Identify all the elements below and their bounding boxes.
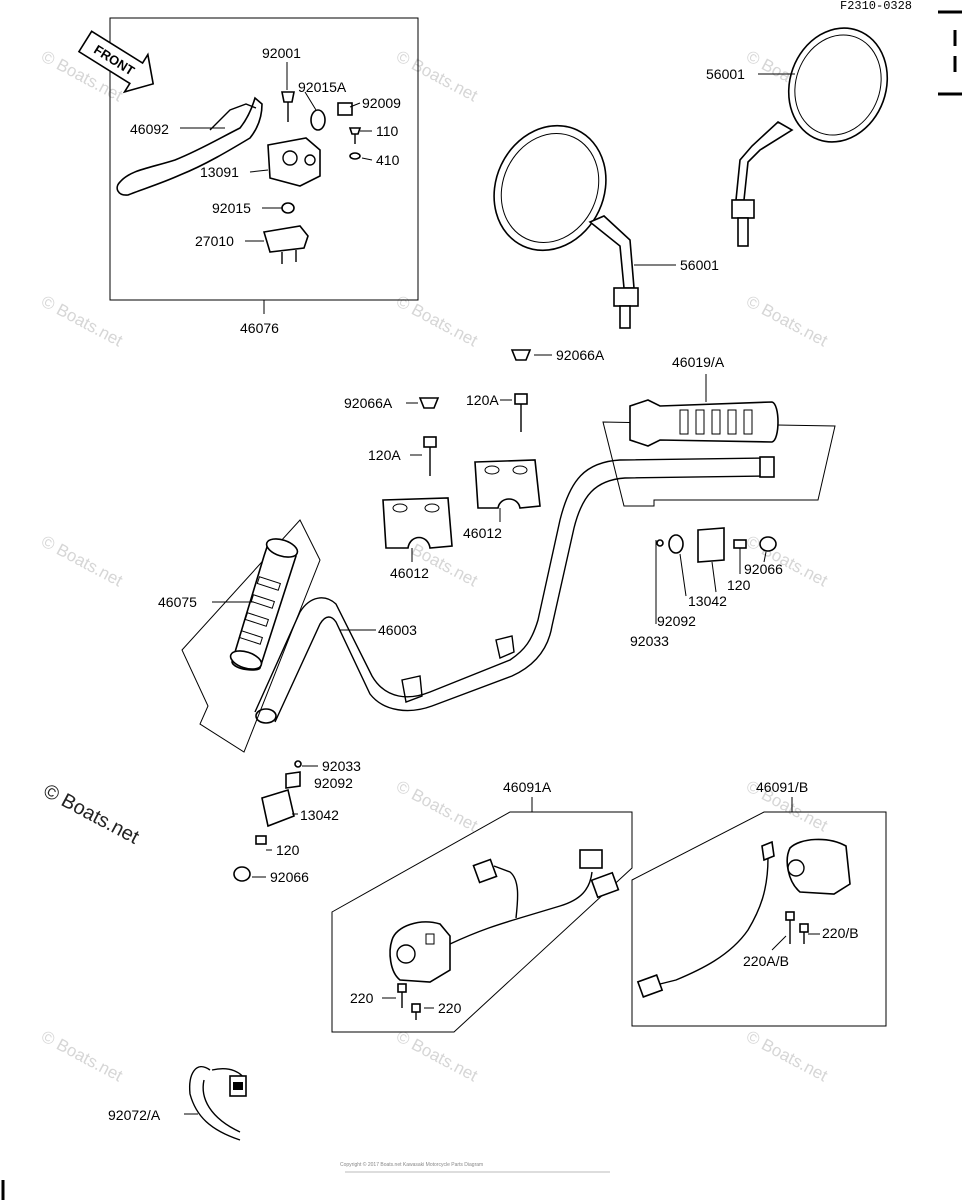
watermark: © Boats.net — [393, 47, 481, 106]
right-switch-assembly: 46091/B 220/B 220A/B — [631, 779, 887, 1027]
part-label: 92066A — [344, 395, 393, 411]
clutch-lever — [116, 96, 263, 196]
bar-end-right: 120 92066 13042 92092 92033 — [630, 527, 783, 649]
watermark: © Boats.net — [743, 1027, 831, 1086]
part-label: 92033 — [322, 758, 361, 774]
part-label: 46091A — [503, 779, 552, 795]
part-label: 92001 — [262, 45, 301, 61]
spring — [281, 202, 295, 214]
part-label: 92092 — [314, 775, 353, 791]
part-label: 13042 — [688, 593, 727, 609]
watermark: © Boats.net — [743, 292, 831, 351]
part-label: 92009 — [362, 95, 401, 111]
watermark: © Boats.net — [38, 532, 126, 591]
part-label: 220/B — [822, 925, 859, 941]
part-label: 92092 — [657, 613, 696, 629]
cable-band: 92072/A — [108, 1066, 247, 1141]
watermark: © Boats.net — [38, 292, 126, 351]
part-label: 46075 — [158, 594, 197, 610]
part-label: 46003 — [378, 622, 417, 638]
pivot-bolt — [281, 91, 295, 103]
part-label: 92015 — [212, 200, 251, 216]
diagram-code: F2310-0328 — [840, 0, 912, 13]
mirror-right: 56001 — [706, 27, 889, 247]
part-label: 46092 — [130, 121, 169, 137]
part-label: 220 — [438, 1000, 462, 1016]
part-label: 120 — [727, 577, 751, 593]
part-label: 110 — [376, 123, 399, 139]
throttle-grip: 46019/A — [602, 354, 836, 507]
watermark: © Boats.net — [393, 1027, 481, 1086]
part-label: 410 — [376, 152, 400, 168]
part-label: 92033 — [630, 633, 669, 649]
part-label: 13042 — [300, 807, 339, 823]
part-label: 46012 — [463, 525, 502, 541]
part-label: 92066 — [270, 869, 309, 885]
watermark-prominent: © Boats.net — [40, 780, 143, 849]
lever-holder — [267, 137, 321, 187]
part-label: 220A/B — [743, 953, 789, 969]
adjuster — [337, 102, 353, 116]
dust-cover — [310, 109, 326, 131]
part-label: 27010 — [195, 233, 234, 249]
part-label: 56001 — [680, 257, 719, 273]
handlebar-holder-left: 46012 — [382, 497, 453, 581]
part-label: 92072/A — [108, 1107, 161, 1123]
watermark: © Boats.net — [393, 292, 481, 351]
corner-marks — [1, 10, 962, 1200]
handlebar-holder-right: 46012 — [463, 459, 541, 541]
clutch-switch — [262, 225, 309, 253]
part-label: 46076 — [240, 320, 279, 336]
part-label: 46091/B — [756, 779, 808, 795]
handlebar: 46003 — [254, 456, 775, 724]
left-grip: 46075 — [158, 519, 321, 753]
part-label: 56001 — [706, 66, 745, 82]
part-label: 120 — [276, 842, 300, 858]
mirror-left: 56001 — [493, 124, 719, 329]
part-label: 46012 — [390, 565, 429, 581]
watermark: © Boats.net — [393, 777, 481, 836]
part-label: 92066 — [744, 561, 783, 577]
footer-copyright: Copyright © 2017 Boats.net Kawasaki Moto… — [340, 1161, 483, 1168]
part-label: 13091 — [200, 164, 239, 180]
part-label: 120A — [368, 447, 401, 463]
lever-assembly-group: FRONT 92001 92015A 92009 — [77, 17, 419, 336]
bar-end-left: 92033 92092 13042 120 92066 — [233, 758, 361, 885]
part-label: 46019/A — [672, 354, 725, 370]
part-label: 120A — [466, 392, 499, 408]
holder-fasteners: 92066A 92066A 120A 120A — [344, 347, 605, 476]
left-switch-assembly: 46091A 220 220 — [331, 779, 633, 1033]
part-label: 220 — [350, 990, 374, 1006]
watermark: © Boats.net — [38, 1027, 126, 1086]
part-label: 92015A — [298, 79, 347, 95]
part-label: 92066A — [556, 347, 605, 363]
